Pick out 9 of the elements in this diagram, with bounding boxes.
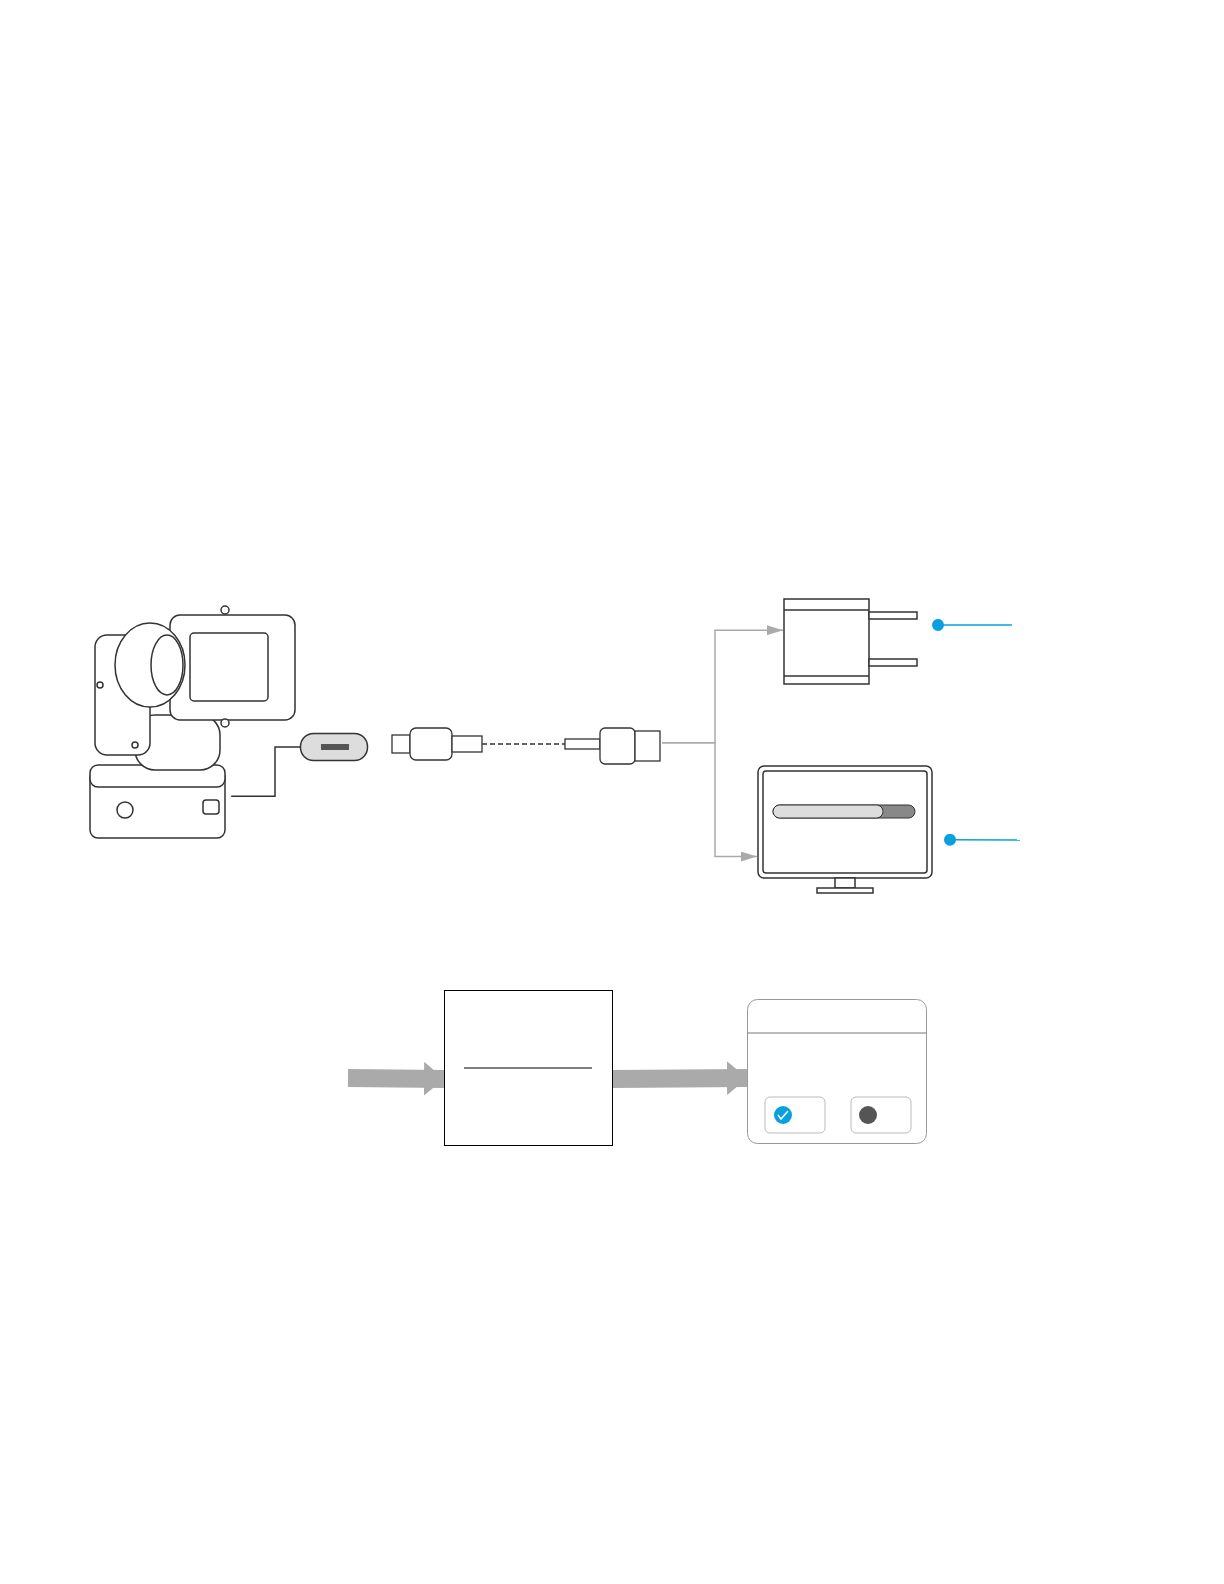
leader-line xyxy=(932,618,1013,631)
arrow xyxy=(661,742,758,862)
arrow xyxy=(612,1061,748,1096)
phone-screen-frame xyxy=(444,990,613,1146)
micro-usb-port-callout xyxy=(300,733,368,761)
arrow xyxy=(347,1061,445,1096)
dialog-window xyxy=(747,999,927,1144)
connector-line xyxy=(230,746,301,797)
leader-line xyxy=(944,833,1021,846)
